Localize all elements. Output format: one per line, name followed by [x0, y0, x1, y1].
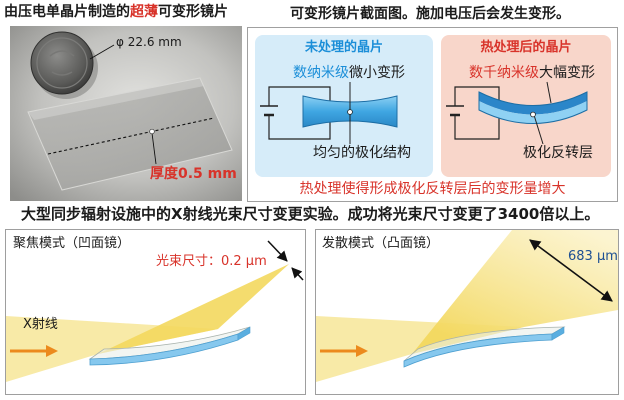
coin — [30, 31, 94, 95]
untreated-deformation-label: 数纳米级微小变形 — [293, 65, 405, 81]
convex-mirror-end-face — [551, 326, 565, 341]
untreated-deformation-scale: 数纳米级 — [293, 65, 349, 81]
wafer-highlight — [28, 78, 204, 120]
treated-heading: 热处理后的晶片 — [480, 40, 572, 55]
experiment-title: 大型同步辐射设施中的X射线光束尺寸变更实验。成功将光束尺寸变更了3400倍以上。 — [21, 205, 600, 223]
polarization-inverted-layer — [479, 92, 587, 115]
coin-label-leader — [89, 44, 115, 60]
photo-title-lead: 由压电单晶片制造的 — [4, 4, 130, 20]
coin-emboss — [49, 50, 75, 76]
bent-crystal-outline — [478, 91, 588, 124]
treated-deformation-label: 数千纳米级大幅变形 — [469, 65, 595, 81]
treated-deformation-text: 大幅变形 — [539, 65, 595, 81]
cross-section-title: 可变形镜片截面图。施加电压后会发生变形。 — [290, 6, 570, 22]
diverging-mode-panel: 发散模式（凸面镜） 683 μm — [315, 229, 619, 395]
untreated-wafer-panel: 未处理的晶片 数纳米级微小变形 均匀的极化结构 — [255, 35, 433, 177]
photo-title-tail: 可变形镜片 — [158, 4, 228, 20]
focused-beam-size-label: 光束尺寸：0.2 μm — [156, 254, 267, 269]
wafer-photo-graphic — [10, 26, 242, 201]
circuit-wire — [268, 86, 331, 140]
untreated-wafer-diagram — [260, 82, 398, 144]
concave-mirror-end-face — [237, 326, 251, 341]
coin-rim — [36, 37, 88, 89]
photo-title-emphasis: 超薄 — [130, 4, 158, 20]
photo-title: 由压电单晶片制造的超薄可变形镜片 — [4, 4, 228, 20]
treated-deformation-scale: 数千纳米级 — [469, 65, 539, 81]
xray-label: X射线 — [23, 317, 58, 332]
layer-marker — [530, 111, 536, 118]
section-marker — [149, 128, 155, 135]
layer-pointer — [533, 114, 544, 145]
circuit-wire — [454, 86, 500, 140]
cross-section-conclusion: 热处理使得形成极化反转层后的变形量增大 — [299, 181, 566, 197]
focused-xray-beam — [98, 264, 289, 354]
mirror-wafer — [27, 77, 233, 191]
focus-pointer-lower — [291, 267, 304, 281]
section-line — [47, 117, 215, 155]
cross-section-frame — [247, 27, 618, 202]
treated-wafer-panel: 热处理后的晶片 数千纳米级大幅变形 极化反转层 — [441, 35, 611, 177]
thickness-leader — [151, 132, 157, 165]
untreated-structure-label: 均匀的极化结构 — [313, 145, 411, 161]
deformation-pointer — [546, 81, 552, 104]
base-crystal-layer — [479, 101, 587, 124]
treated-structure-label: 极化反转层 — [523, 145, 593, 161]
coin-diameter-label: φ 22.6 mm — [116, 35, 182, 49]
treated-wafer-diagram — [446, 81, 588, 145]
focus-pointer-upper — [267, 240, 288, 262]
beam-width-arrow — [529, 239, 613, 302]
untreated-heading: 未处理的晶片 — [304, 40, 383, 55]
center-marker — [347, 109, 353, 115]
diverged-beam-size-label: 683 μm — [568, 249, 618, 264]
focusing-mode-panel: 聚焦模式（凹面镜） X射线 光束尺寸：0.2 μm — [5, 229, 306, 395]
untreated-deformation-text: 微小变形 — [349, 65, 405, 81]
xray-arrow-head — [356, 345, 368, 357]
xray-arrow-head — [46, 345, 58, 357]
focusing-mode-title: 聚焦模式（凹面镜） — [13, 236, 131, 251]
focusing-diagram — [6, 240, 304, 382]
wafer-photo — [10, 26, 242, 201]
thickness-label: 厚度0.5 mm — [150, 166, 237, 182]
diverging-mode-title: 发散模式（凸面镜） — [322, 236, 440, 251]
diverging-diagram — [316, 230, 618, 382]
